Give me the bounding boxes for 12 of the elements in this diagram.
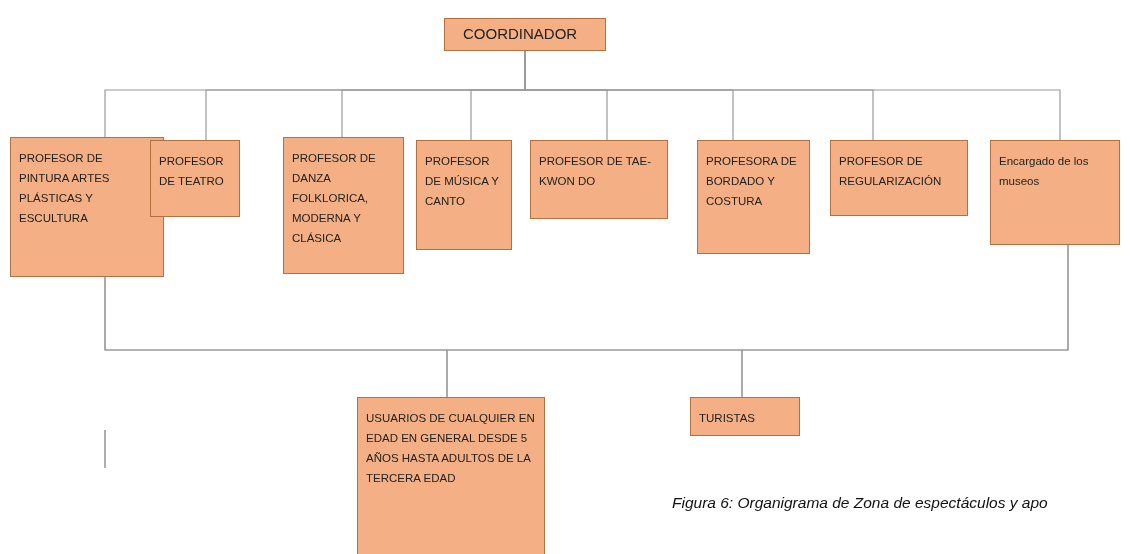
- role-box: TURISTAS: [690, 397, 800, 436]
- connector-line: [741, 244, 1069, 398]
- role-box: Encargado de los museos: [990, 140, 1120, 245]
- role-box: PROFESOR DE REGULARIZACIÓN: [830, 140, 968, 216]
- coordinator-box: COORDINADOR: [444, 18, 606, 51]
- figure-caption: Figura 6: Organigrama de Zona de espectáculos y apo: [672, 494, 1049, 512]
- role-box: PROFESOR DE DANZA FOLKLORICA, MODERNA Y CLÁSICA: [283, 137, 404, 274]
- role-box: PROFESORA DE BORDADO Y COSTURA: [697, 140, 810, 254]
- role-box: PROFESOR DE MÚSICA Y CANTO: [416, 140, 512, 250]
- role-box: PROFESOR DE TAE-KWON DO: [530, 140, 668, 219]
- role-box: PROFESOR DE TEATRO: [150, 140, 240, 217]
- role-box: USUARIOS DE CUALQUIER EN EDAD EN GENERAL DESDE 5 AÑOS HASTA ADULTOS DE LA TERCERA EDAD: [357, 397, 545, 554]
